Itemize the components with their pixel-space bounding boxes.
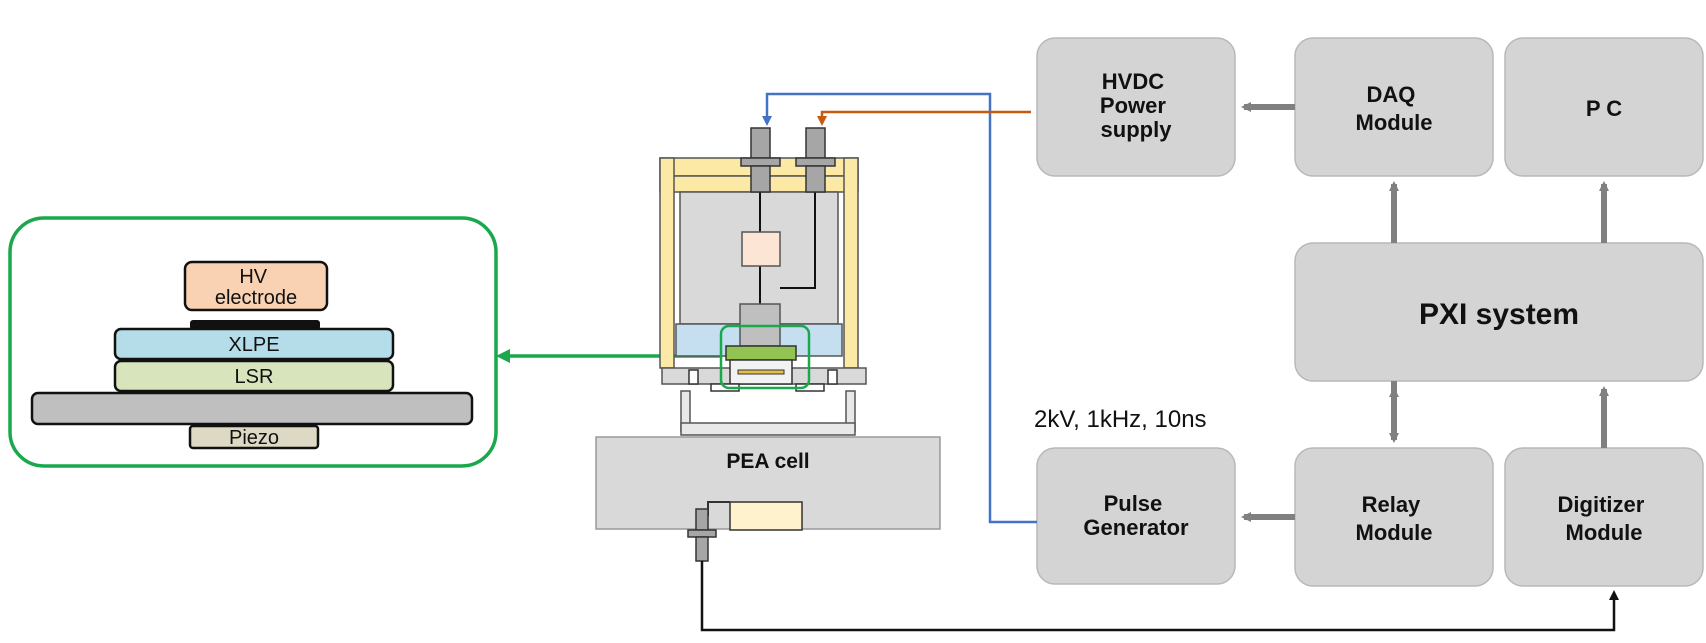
amplifier	[729, 501, 803, 531]
hvdc-line-to-bushing	[817, 110, 1031, 126]
digitizer-box	[1504, 447, 1704, 587]
stand-shelf	[680, 422, 856, 436]
sample-layer	[725, 345, 797, 361]
module-pxi: PXI system	[1294, 242, 1704, 382]
module-hvdc: HVDC Power supply	[1036, 37, 1236, 177]
bushing-left	[750, 127, 771, 159]
hv-electrode-label: HV electrode	[215, 266, 297, 309]
lsr-label: LSR	[235, 366, 274, 388]
frame-left-post	[659, 157, 675, 369]
bolt-right	[827, 369, 838, 385]
daq-label: DAQ Module	[1356, 82, 1433, 135]
piezo-label: Piezo	[229, 427, 279, 449]
signal-connector	[695, 508, 709, 531]
piezo-sensor	[737, 369, 785, 375]
bushing-right	[805, 127, 826, 159]
pc-label: P C	[1586, 96, 1622, 121]
bushing-left-flange	[740, 157, 781, 167]
xlpe-label: XLPE	[228, 334, 279, 356]
pc-box	[1504, 37, 1704, 177]
semicon-strip	[190, 320, 320, 330]
pulse-label: Pulse Generator	[1083, 491, 1189, 540]
signal-connector-stem	[695, 536, 709, 562]
lsr-layer	[113, 359, 395, 393]
xlpe-layer	[113, 327, 395, 361]
zoom-highlight	[719, 324, 811, 390]
relay-box	[1294, 447, 1494, 587]
bolt-left	[688, 369, 699, 385]
bushing-left-stem	[750, 165, 771, 193]
pulse-box	[1036, 447, 1236, 585]
frame-right-post	[843, 157, 859, 369]
return-wire	[780, 190, 816, 289]
piezo-layer	[188, 424, 320, 450]
digitizer-label: Digitizer Module	[1558, 492, 1651, 545]
pea-cell-apparatus: PEA cell	[595, 127, 941, 562]
bushing-right-stem	[805, 165, 826, 193]
daq-box	[1294, 37, 1494, 177]
pxi-box	[1294, 242, 1704, 382]
pulse-spec-label: 2kV, 1kHz, 10ns	[1034, 406, 1207, 433]
pulse-line-to-bushing	[762, 92, 1037, 524]
hvdc-label: HVDC Power supply	[1100, 69, 1172, 142]
signal-line-to-digitizer	[700, 561, 1619, 632]
module-digitizer: Digitizer Module	[1504, 447, 1704, 587]
coupling-capacitor	[741, 231, 781, 267]
module-pulse-generator: Pulse Generator	[1036, 447, 1236, 585]
hv-electrode-block	[183, 260, 329, 312]
bushing-right-flange	[795, 157, 836, 167]
hvdc-box	[1036, 37, 1236, 177]
pea-cell-label: PEA cell	[726, 450, 809, 473]
signal-connector-flange	[687, 529, 717, 538]
pxi-label: PXI system	[1419, 298, 1579, 331]
ground-electrode	[30, 391, 474, 426]
sample-inset: HV electrode XLPE LSR Piezo	[8, 216, 498, 468]
relay-label: Relay Module	[1356, 492, 1433, 545]
module-daq: DAQ Module	[1294, 37, 1494, 177]
module-pc: P C	[1504, 37, 1704, 177]
module-relay: Relay Module	[1294, 447, 1494, 587]
